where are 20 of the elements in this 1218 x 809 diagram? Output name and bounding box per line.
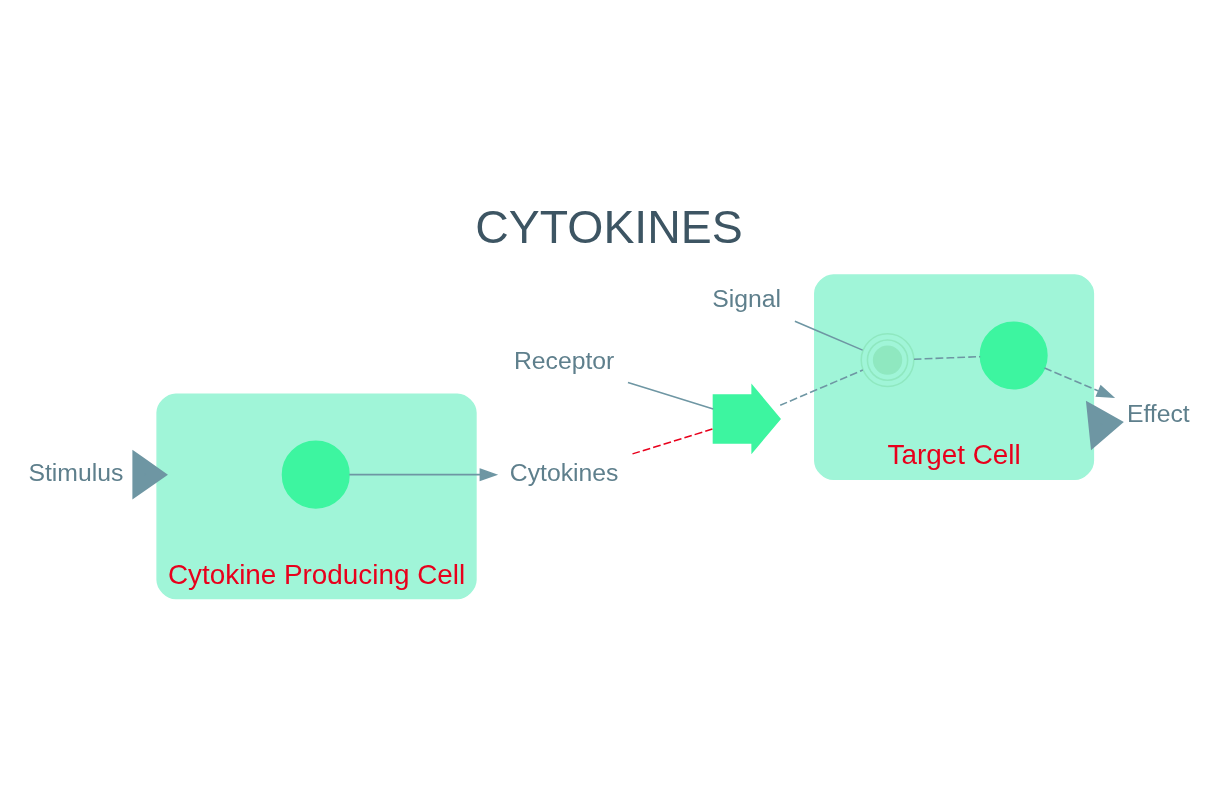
arrow	[132, 449, 168, 499]
node-circle	[860, 332, 915, 387]
node-text: Effect	[1126, 399, 1190, 427]
node-text: Signal	[712, 284, 782, 312]
cluster: Cytokine Producing Cell	[156, 392, 477, 599]
connector	[913, 355, 981, 360]
connector	[779, 368, 864, 406]
node-circle	[281, 440, 350, 509]
connector	[627, 381, 715, 410]
arrow	[1085, 400, 1124, 450]
connector	[794, 319, 864, 351]
connector	[631, 427, 715, 455]
node-circle	[979, 320, 1048, 390]
node-picture	[712, 383, 781, 454]
diagram-title: CYTOKINES	[475, 200, 743, 253]
arrow	[348, 467, 499, 481]
node-text: Cytokines	[509, 458, 619, 486]
node-text: Receptor	[513, 346, 615, 374]
node-text: Stimulus	[28, 458, 124, 486]
arrow	[1043, 366, 1116, 398]
